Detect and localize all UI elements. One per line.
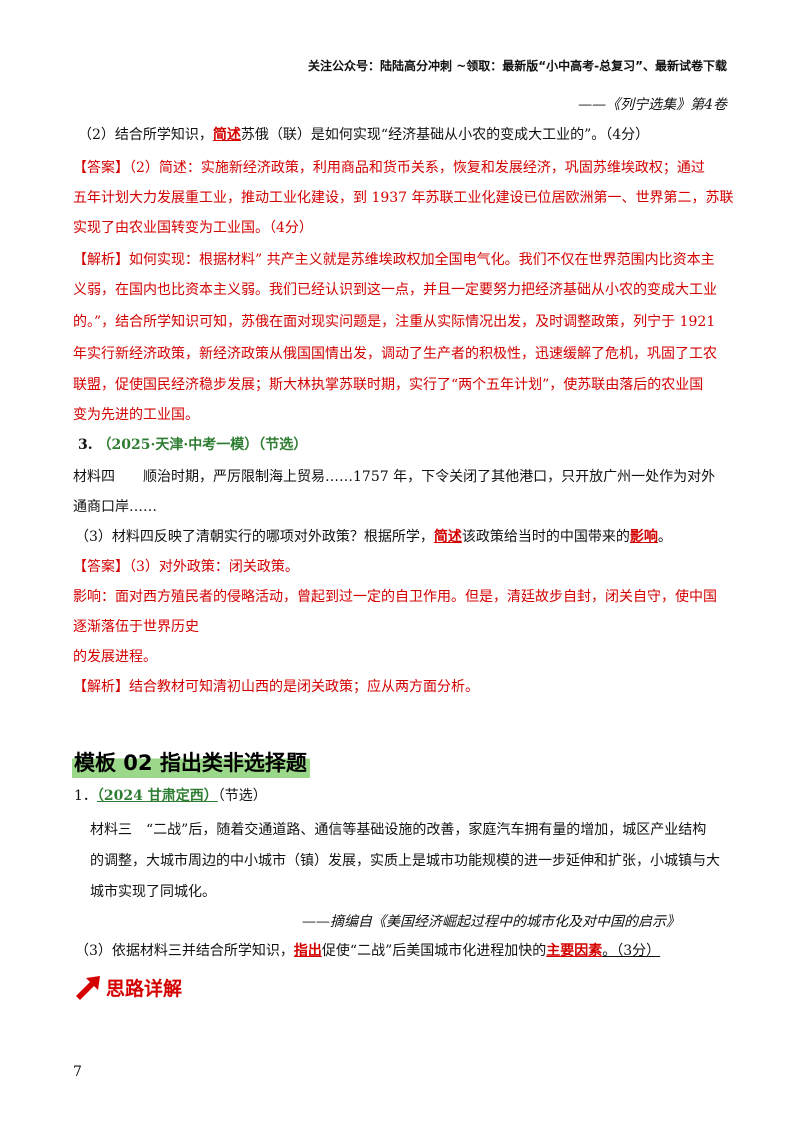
question-2: （2）结合所学知识，简述苏俄（联）是如何实现“经济基础从小农的变成大工业的”。（… — [78, 125, 649, 145]
q2-prefix: （2）结合所学知识， — [78, 127, 213, 143]
section-title-banner: 模板 02 指出类非选择题 — [72, 748, 310, 778]
t2-q3-middle: 促使“二战”后美国城市化进程加快的 — [321, 943, 547, 959]
q3-impact-line-2: 逐渐落伍于世界历史 — [73, 619, 199, 635]
analysis-line-1: 【解析】如何实现：根据材料” 共产主义就是苏维埃政权加全国电气化。我们不仅在世界… — [73, 252, 715, 268]
answer-line-3: 实现了由农业国转变为工业国。（4分） — [73, 220, 313, 236]
red-arrow-icon — [74, 974, 104, 1000]
t2-q3-keyword-2: 主要因素 — [546, 943, 603, 959]
citation: ——《列宁选集》第4卷 — [578, 97, 727, 113]
material-4-line-2: 通商口岸…… — [73, 499, 157, 515]
page-number: 7 — [73, 1064, 82, 1080]
analysis-line-2: 义弱，在国内也比资本主义弱。我们已经认识到这一点，并且一定要努力把经济基础从小农… — [73, 282, 717, 298]
analysis-line-5: 联盟，促使国民经济稳步发展；斯大林执掌苏联时期，实行了“两个五年计划”，使苏联由… — [73, 377, 704, 393]
t2-question-1-heading: 1．（2024 甘肃定西）（节选） — [74, 786, 267, 806]
q2-suffix: 苏俄（联）是如何实现“经济基础从小农的变成大工业的”。（4分） — [240, 127, 650, 143]
t2-q3-keyword: 指出 — [293, 943, 322, 959]
answer-line-1: 【答案】（2）简述：实施新经济政策，利用商品和货币关系，恢复和发展经济，巩固苏维… — [73, 160, 705, 176]
q2-keyword: 简述 — [212, 127, 241, 143]
answer-line-2: 五年计划大力发展重工业，推动工业化建设，到 1937 年苏联工业化建设已位居欧洲… — [73, 190, 734, 206]
question-3-prompt: （3）材料四反映了清朝实行的哪项对外政策？根据所学，简述该政策给当时的中国带来的… — [75, 527, 672, 547]
q3-end: 。 — [657, 529, 672, 545]
q3-impact-line-3: 的发展进程。 — [73, 649, 157, 665]
material-3-line-3: 城市实现了同城化。 — [90, 884, 216, 900]
q3-impact-line-1: 影响：面对西方殖民者的侵略活动，曾起到过一定的自卫作用。但是，清廷故步自封，闭关… — [73, 589, 717, 605]
t2-question-3-prompt: （3）依据材料三并结合所学知识，指出促使“二战”后美国城市化进程加快的主要因素。… — [75, 941, 660, 961]
q3-middle: 该政策给当时的中国带来的 — [461, 529, 630, 545]
t2-q3-end: 。（3分） — [602, 943, 661, 959]
page-header: 关注公众号：陆陆高分冲刺 ~领取：最新版“小中高考-总复习”、最新试卷下载 — [308, 59, 727, 73]
q3-answer: 【答案】（3）对外政策：闭关政策。 — [73, 559, 299, 575]
material-3-line-1: 材料三 “二战”后，随着交通道路、通信等基础设施的改善，家庭汽车拥有量的增加，城… — [90, 822, 707, 838]
q3-number: 3. — [78, 437, 93, 453]
t2-q1-source: （2024 甘肃定西） — [96, 788, 218, 804]
material-3-citation: ——摘编自《美国经济崛起过程中的城市化及对中国的启示》 — [302, 914, 680, 930]
q3-source: （2025·天津·中考一模）（节选） — [97, 437, 308, 453]
q3-analysis: 【解析】结合教材可知清初山西的是闭关政策；应从两方面分析。 — [73, 679, 479, 695]
q3-keyword-2: 影响 — [629, 529, 658, 545]
q3-prefix: （3）材料四反映了清朝实行的哪项对外政策？根据所学， — [75, 529, 434, 545]
material-4-line-1: 材料四 顺治时期，严厉限制海上贸易……1757 年，下令关闭了其他港口，只开放广… — [73, 469, 716, 485]
think-title: 思路详解 — [106, 978, 183, 1000]
t2-q1-number: 1． — [74, 788, 97, 804]
material-3-line-2: 的调整，大城市周边的中小城市（镇）发展，实质上是城市功能规模的进一步延伸和扩张，… — [90, 853, 720, 869]
question-3-heading: 3. （2025·天津·中考一模）（节选） — [78, 435, 307, 455]
analysis-line-3: 的。”，结合所学知识可知，苏俄在面对现实问题是，注重从实际情况出发，及时调整政策… — [73, 314, 716, 330]
t2-q3-prefix: （3）依据材料三并结合所学知识， — [75, 943, 294, 959]
t2-q1-tag: （节选） — [217, 788, 267, 804]
q3-keyword-1: 简述 — [433, 529, 462, 545]
analysis-line-4: 年实行新经济政策，新经济政策从俄国国情出发，调动了生产者的积极性，迅速缓解了危机… — [73, 346, 717, 362]
analysis-line-6: 变为先进的工业国。 — [73, 407, 199, 423]
